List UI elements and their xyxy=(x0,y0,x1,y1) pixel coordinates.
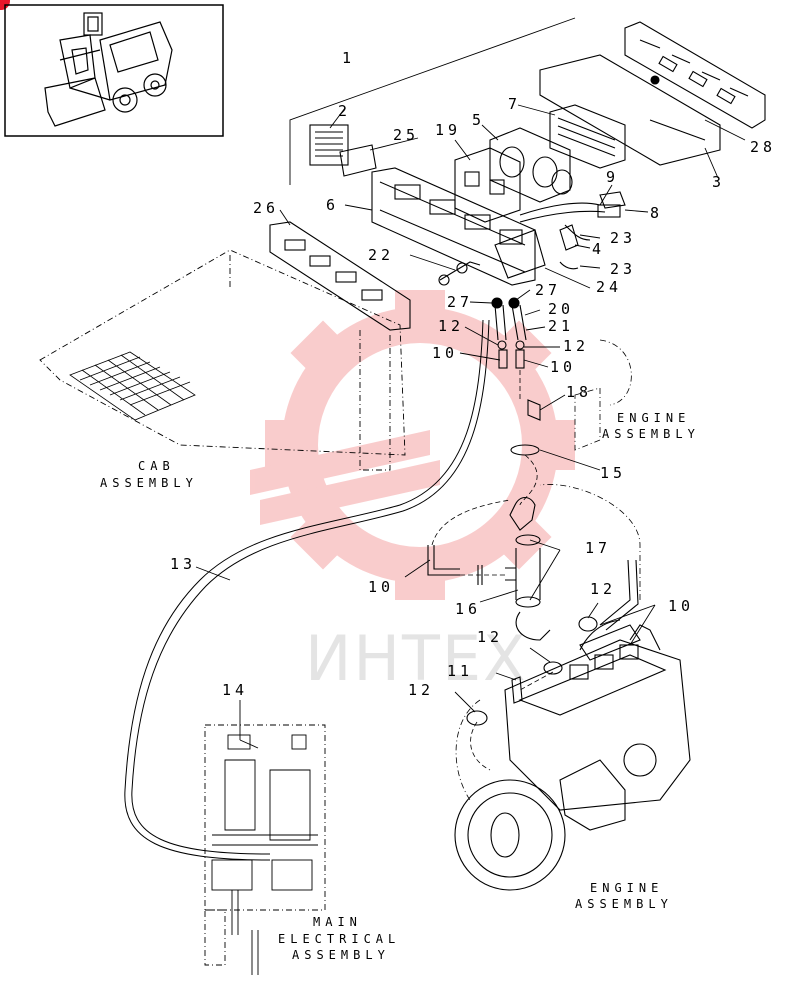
electrical-label-line3: ASSEMBLY xyxy=(292,948,390,962)
callout-14: 14 xyxy=(222,681,248,699)
callout-22: 22 xyxy=(368,246,394,264)
callout-11: 11 xyxy=(447,662,473,680)
callout-25: 25 xyxy=(393,126,419,144)
callout-1: 1 xyxy=(342,49,355,67)
callout-4: 4 xyxy=(592,240,605,258)
electrical-label-line1: MAIN xyxy=(313,915,362,929)
coolant-hose-parts xyxy=(427,399,641,726)
callout-28: 28 xyxy=(750,138,776,156)
callout-23b: 23 xyxy=(610,260,636,278)
watermark-logo: ИНТЕХ xyxy=(250,290,575,695)
engine-outline xyxy=(455,339,641,801)
cable-13 xyxy=(124,319,490,861)
callout-21: 21 xyxy=(548,317,574,335)
callout-15: 15 xyxy=(600,464,626,482)
electrical-label-line2: ELECTRICAL xyxy=(278,932,400,946)
engine-upper-label-line2: ASSEMBLY xyxy=(602,427,700,441)
callout-5: 5 xyxy=(472,111,485,129)
cab-label-line1: CAB xyxy=(138,459,175,473)
main-electrical-panel xyxy=(204,724,326,975)
callout-23a: 23 xyxy=(610,229,636,247)
callout-12b: 12 xyxy=(563,337,589,355)
callout-20: 20 xyxy=(548,300,574,318)
callout-12d: 12 xyxy=(477,628,503,646)
engine-lower-label-line2: ASSEMBLY xyxy=(575,897,673,911)
callout-12c: 12 xyxy=(590,580,616,598)
callout-10b: 10 xyxy=(550,358,576,376)
engine-block xyxy=(454,619,691,891)
callout-12a: 12 xyxy=(438,317,464,335)
callout-26: 26 xyxy=(253,199,279,217)
engine-lower-label-line1: ENGINE xyxy=(590,881,663,895)
callout-7: 7 xyxy=(508,95,521,113)
callout-19: 19 xyxy=(435,121,461,139)
hose-routing xyxy=(431,370,554,771)
panel-leader-lines xyxy=(239,700,259,749)
assembly-labels: CAB ASSEMBLY ENGINE ASSEMBLY ENGINE ASSE… xyxy=(100,411,700,962)
heater-assembly-parts xyxy=(269,21,766,369)
callout-8: 8 xyxy=(650,204,663,222)
callout-10a: 10 xyxy=(432,344,458,362)
leader-lines xyxy=(279,17,746,471)
callout-18: 18 xyxy=(566,383,592,401)
cab-outline xyxy=(39,249,406,471)
callout-6: 6 xyxy=(326,196,339,214)
callout-10d: 10 xyxy=(668,597,694,615)
callout-27b: 27 xyxy=(535,281,561,299)
inset-machine-view xyxy=(4,4,224,137)
watermark-text: ИНТЕХ xyxy=(305,622,528,695)
engine-upper-label-line1: ENGINE xyxy=(617,411,690,425)
callout-2: 2 xyxy=(338,102,351,120)
callout-12e: 12 xyxy=(408,681,434,699)
leader-lines-lower xyxy=(195,539,656,713)
callout-17: 17 xyxy=(585,539,611,557)
callout-10c: 10 xyxy=(368,578,394,596)
callout-27a: 27 xyxy=(447,293,473,311)
callout-16: 16 xyxy=(455,600,481,618)
callout-13: 13 xyxy=(170,555,196,573)
callout-3: 3 xyxy=(712,173,725,191)
callout-24: 24 xyxy=(596,278,622,296)
cab-floor-grid xyxy=(69,351,196,421)
cab-label-line2: ASSEMBLY xyxy=(100,476,198,490)
callout-9: 9 xyxy=(606,168,619,186)
callout-labels: 1 2 25 19 5 7 28 3 9 8 6 23 4 22 23 24 2… xyxy=(170,49,776,699)
